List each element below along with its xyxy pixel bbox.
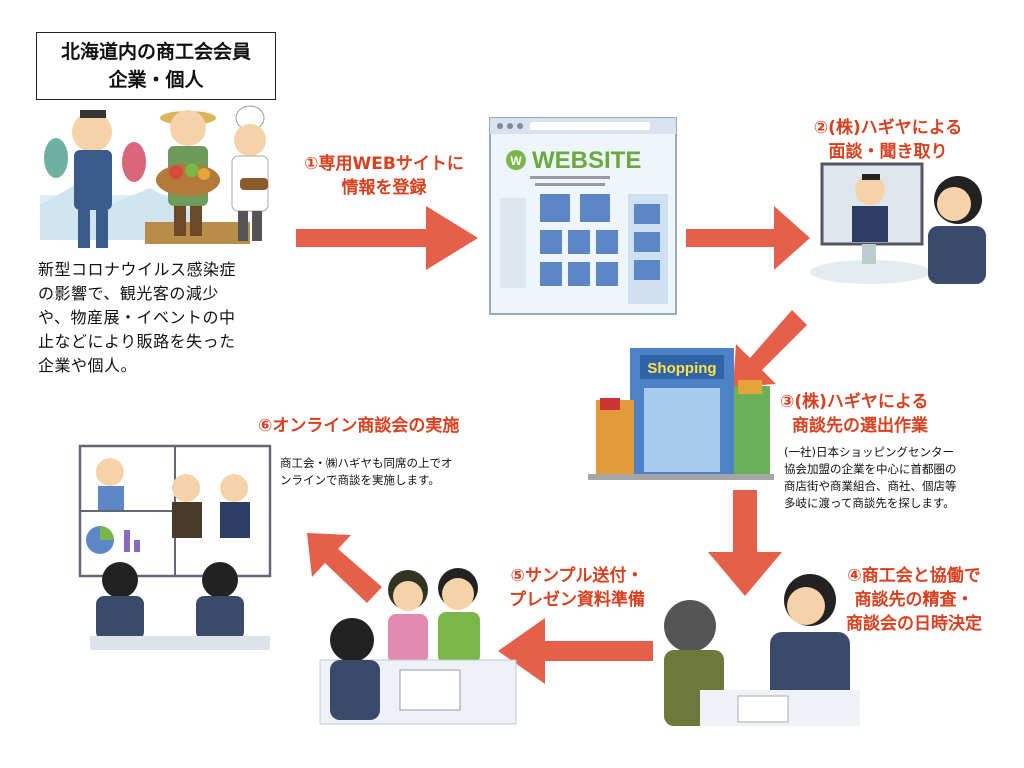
step-6-desc-line: ンラインで商談を実施します。 [280, 473, 440, 487]
intro-line: の影響で、観光客の減少 [38, 284, 219, 303]
step-2-label: ②(株)ハギヤによる 面談・聞き取り [790, 116, 986, 164]
preparation-illustration [319, 568, 517, 725]
step-6-desc-line: 商工会・㈱ハギヤも同席の上でオ [280, 456, 453, 470]
consultation-illustration [660, 574, 990, 726]
step-4-line2: 商談先の精査・ [854, 590, 974, 610]
intro-text: 新型コロナウイルス感染症 の影響で、観光客の減少 や、物産展・イベントの中 止な… [38, 258, 288, 378]
step-3-line1: ③(株)ハギヤによる [780, 392, 929, 412]
step-5-line1: ⑤サンプル送付・ [510, 566, 644, 586]
members-title-line1: 北海道内の商工会会員 [60, 41, 251, 63]
arrow-3 [733, 310, 807, 387]
website-illustration: W WEBSITE [489, 117, 677, 315]
arrow-5 [498, 618, 653, 684]
arrow-1 [296, 206, 478, 270]
interview-illustration [810, 162, 986, 284]
step-1-label: ①専用WEBサイトに 情報を登録 [284, 152, 484, 200]
step-5-line2: プレゼン資料準備 [509, 590, 645, 610]
step-6-description: 商工会・㈱ハギヤも同席の上でオ ンラインで商談を実施します。 [280, 455, 510, 489]
step-2-line2: 面談・聞き取り [828, 142, 948, 162]
step-6-label: ⑥オンライン商談会の実施 [258, 414, 514, 438]
step-3-label: ③(株)ハギヤによる 商談先の選出作業 [780, 390, 984, 438]
step-1-line2: 情報を登録 [341, 178, 427, 198]
intro-line: 新型コロナウイルス感染症 [38, 260, 237, 279]
intro-line: や、物産展・イベントの中 [38, 308, 236, 327]
step-1-line1: ①専用WEBサイトに [304, 154, 464, 174]
arrow-2 [686, 206, 810, 270]
step-3-desc-line: 協会加盟の企業を中心に首都圏の [784, 462, 957, 476]
step-4-line3: 商談会の日時決定 [846, 614, 982, 634]
step-3-desc-line: (一社)日本ショッピングセンター [784, 445, 954, 459]
website-logo-letter: W [510, 154, 522, 168]
shopping-illustration: Shopping [588, 348, 774, 480]
intro-line: 止などにより販路を失った [38, 332, 236, 351]
step-3-desc-line: 多岐に渡って商談先を探します。 [784, 496, 955, 510]
members-title-line2: 企業・個人 [108, 69, 204, 91]
members-title-box: 北海道内の商工会会員 企業・個人 [36, 32, 276, 100]
arrow-4 [708, 490, 782, 596]
arrow-6 [307, 533, 382, 603]
step-3-description: (一社)日本ショッピングセンター 協会加盟の企業を中心に首都圏の 商店街や商業組… [784, 444, 1010, 512]
step-2-line1: ②(株)ハギヤによる [813, 118, 963, 138]
intro-line: 企業や個人。 [38, 356, 138, 375]
producers-illustration [40, 105, 269, 248]
step-6-line1: ⑥オンライン商談会の実施 [258, 416, 460, 436]
shopping-sign: Shopping [647, 360, 716, 377]
step-4-line1: ④商工会と協働で [847, 566, 981, 586]
step-3-line2: 商談先の選出作業 [792, 416, 928, 436]
step-3-desc-line: 商店街や商業組合、商社、個店等 [784, 479, 957, 493]
online-meeting-illustration [78, 444, 272, 650]
step-4-label: ④商工会と協働で 商談先の精査・ 商談会の日時決定 [826, 564, 1002, 636]
website-title: WEBSITE [532, 147, 641, 174]
step-5-label: ⑤サンプル送付・ プレゼン資料準備 [492, 564, 662, 612]
